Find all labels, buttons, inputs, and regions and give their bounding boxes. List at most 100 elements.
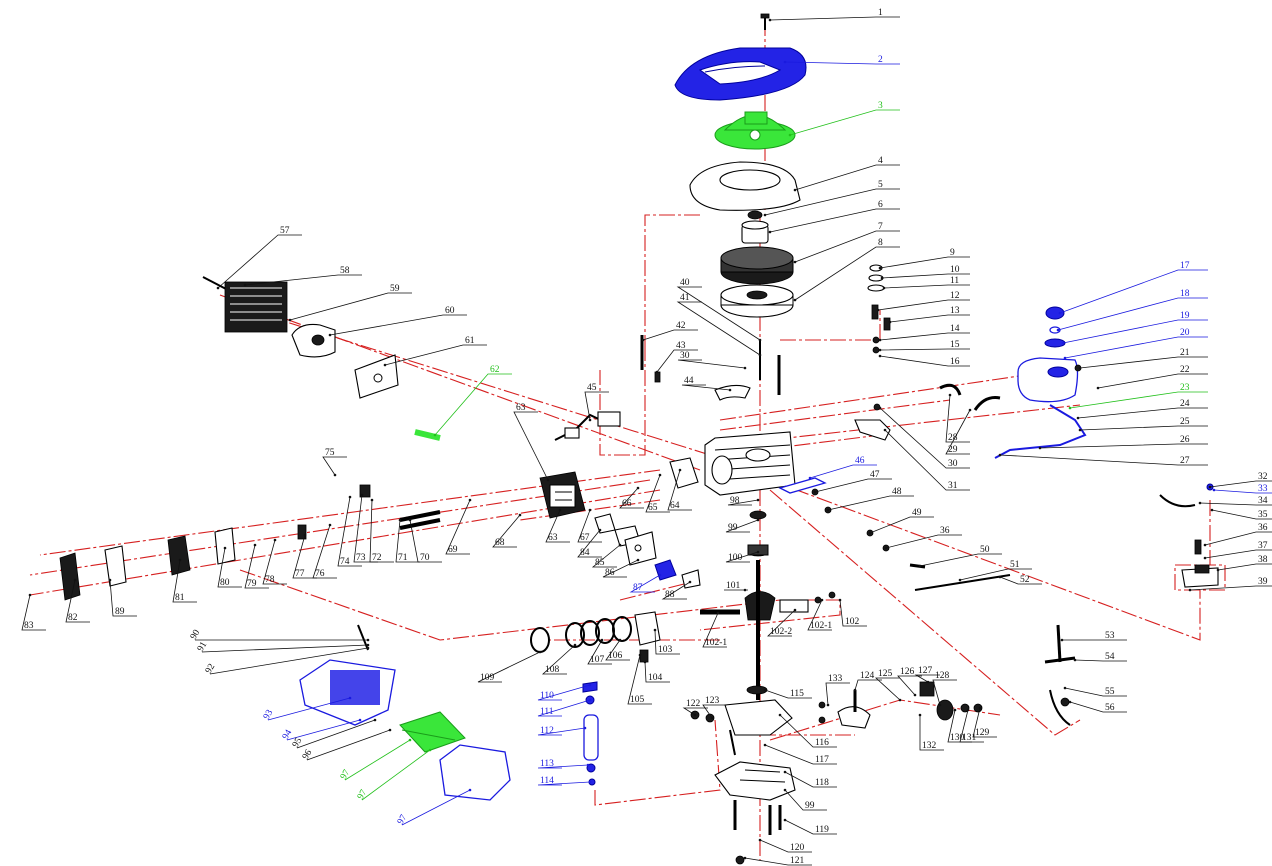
callout-leader (879, 256, 970, 269)
carb-adapter-parts (594, 513, 701, 589)
callout-number: 56 (1105, 703, 1115, 713)
callout-anchor-dot (763, 213, 767, 217)
callout-leader (1077, 407, 1208, 419)
callout-leader (337, 496, 362, 567)
callout-anchor-dot (618, 638, 622, 642)
callout-leader (945, 394, 970, 443)
callout-leader (65, 579, 90, 623)
callout-anchor-dot (884, 546, 888, 550)
callout-number: 91 (196, 640, 210, 653)
callout-leader (267, 697, 351, 721)
callout-number: 63 (548, 533, 558, 543)
callout-number: 37 (1258, 541, 1268, 551)
callout-number: 1 (878, 8, 883, 18)
callout-anchor-dot (1068, 700, 1072, 704)
callout-number: 64 (670, 501, 680, 511)
callout-number: 32 (1258, 472, 1268, 482)
callout-number: 71 (398, 553, 408, 563)
callout-anchor-dot (888, 320, 892, 324)
callout-number: 10 (950, 265, 960, 275)
callout-anchor-dot (288, 318, 292, 322)
callout-number: 99 (805, 801, 815, 811)
callout-leader (109, 579, 137, 617)
callout-number: 110 (540, 691, 554, 701)
callout-leader (879, 348, 970, 351)
callout-anchor-dot (328, 523, 332, 527)
callout-number: 80 (220, 578, 230, 588)
oil-pump-blue (582, 681, 599, 786)
callout-leader (1069, 701, 1127, 713)
callout-leader (353, 494, 378, 563)
callout-anchor-dot (768, 18, 772, 22)
callout-anchor-dot (1073, 658, 1077, 662)
callout-leader (881, 273, 970, 279)
callout-leader (809, 464, 877, 479)
callout-leader (322, 456, 347, 476)
callout-number: 17 (1180, 261, 1190, 271)
callout-anchor-dot (358, 718, 362, 722)
callout-number: 132 (922, 741, 937, 751)
callout-anchor-dot (588, 698, 592, 702)
callout-anchor-dot (716, 611, 720, 615)
callout-leader (676, 286, 761, 341)
callout-number: 118 (815, 778, 829, 788)
callout-number: 113 (540, 759, 554, 769)
callout-number: 28 (948, 433, 958, 443)
callout-anchor-dot (643, 660, 647, 664)
callout-leader (914, 674, 940, 683)
callout-number: 90 (189, 628, 203, 641)
callout-number: 93 (262, 708, 276, 721)
callout-anchor-dot (636, 558, 640, 562)
callout-leader (217, 547, 242, 588)
callout-number: 5 (878, 180, 883, 190)
callout-leader (869, 516, 934, 534)
callout-leader (654, 629, 680, 655)
callout-number: 79 (247, 579, 257, 589)
callout-anchor-dot (998, 453, 1002, 457)
callout-anchor-dot (978, 706, 982, 710)
callout-number: 92 (204, 662, 218, 675)
callout-leader (879, 332, 970, 341)
callout-anchor-dot (853, 688, 857, 692)
callout-number: 29 (948, 445, 958, 455)
callout-leader (545, 509, 570, 543)
callout-number: 122 (686, 699, 701, 709)
callout-number: 120 (790, 843, 805, 853)
callout-anchor-dot (370, 498, 374, 502)
callout-number: 115 (790, 689, 804, 699)
callout-anchor-dot (558, 508, 562, 512)
callout-number: 38 (1258, 555, 1268, 565)
callout-number: 125 (878, 669, 893, 679)
callout-leader (1064, 687, 1127, 697)
ignition-coil (714, 384, 751, 401)
callout-number: 46 (855, 456, 865, 466)
callout-number: 27 (1180, 456, 1190, 466)
callout-anchor-dot (598, 528, 602, 532)
callout-anchor-dot (688, 580, 692, 584)
callout-anchor-dot (820, 598, 824, 602)
callout-leader (605, 639, 630, 661)
callout-leader (999, 576, 1042, 585)
callout-anchor-dot (678, 468, 682, 472)
callout-leader (779, 714, 837, 748)
callout-anchor-dot (366, 646, 370, 650)
callout-anchor-dot (882, 286, 886, 290)
callout-number: 41 (680, 293, 690, 303)
callout-leader (577, 529, 602, 558)
callout-anchor-dot (28, 593, 32, 597)
callout-anchor-dot (758, 353, 762, 357)
callout-leader (1057, 297, 1208, 331)
callout-anchor-dot (948, 393, 952, 397)
flywheel-nut (747, 210, 763, 220)
callout-number: 3 (878, 101, 883, 111)
callout-leader (877, 299, 970, 311)
callout-number: 76 (315, 569, 325, 579)
callout-anchor-dot (813, 490, 817, 494)
callout-number: 84 (580, 548, 590, 558)
callout-leader (919, 715, 944, 751)
callout-anchor-dot (868, 531, 872, 535)
callout-leader (537, 781, 591, 786)
callout-leader (854, 679, 882, 691)
callout-anchor-dot (758, 338, 762, 342)
callout-anchor-dot (1208, 485, 1212, 489)
